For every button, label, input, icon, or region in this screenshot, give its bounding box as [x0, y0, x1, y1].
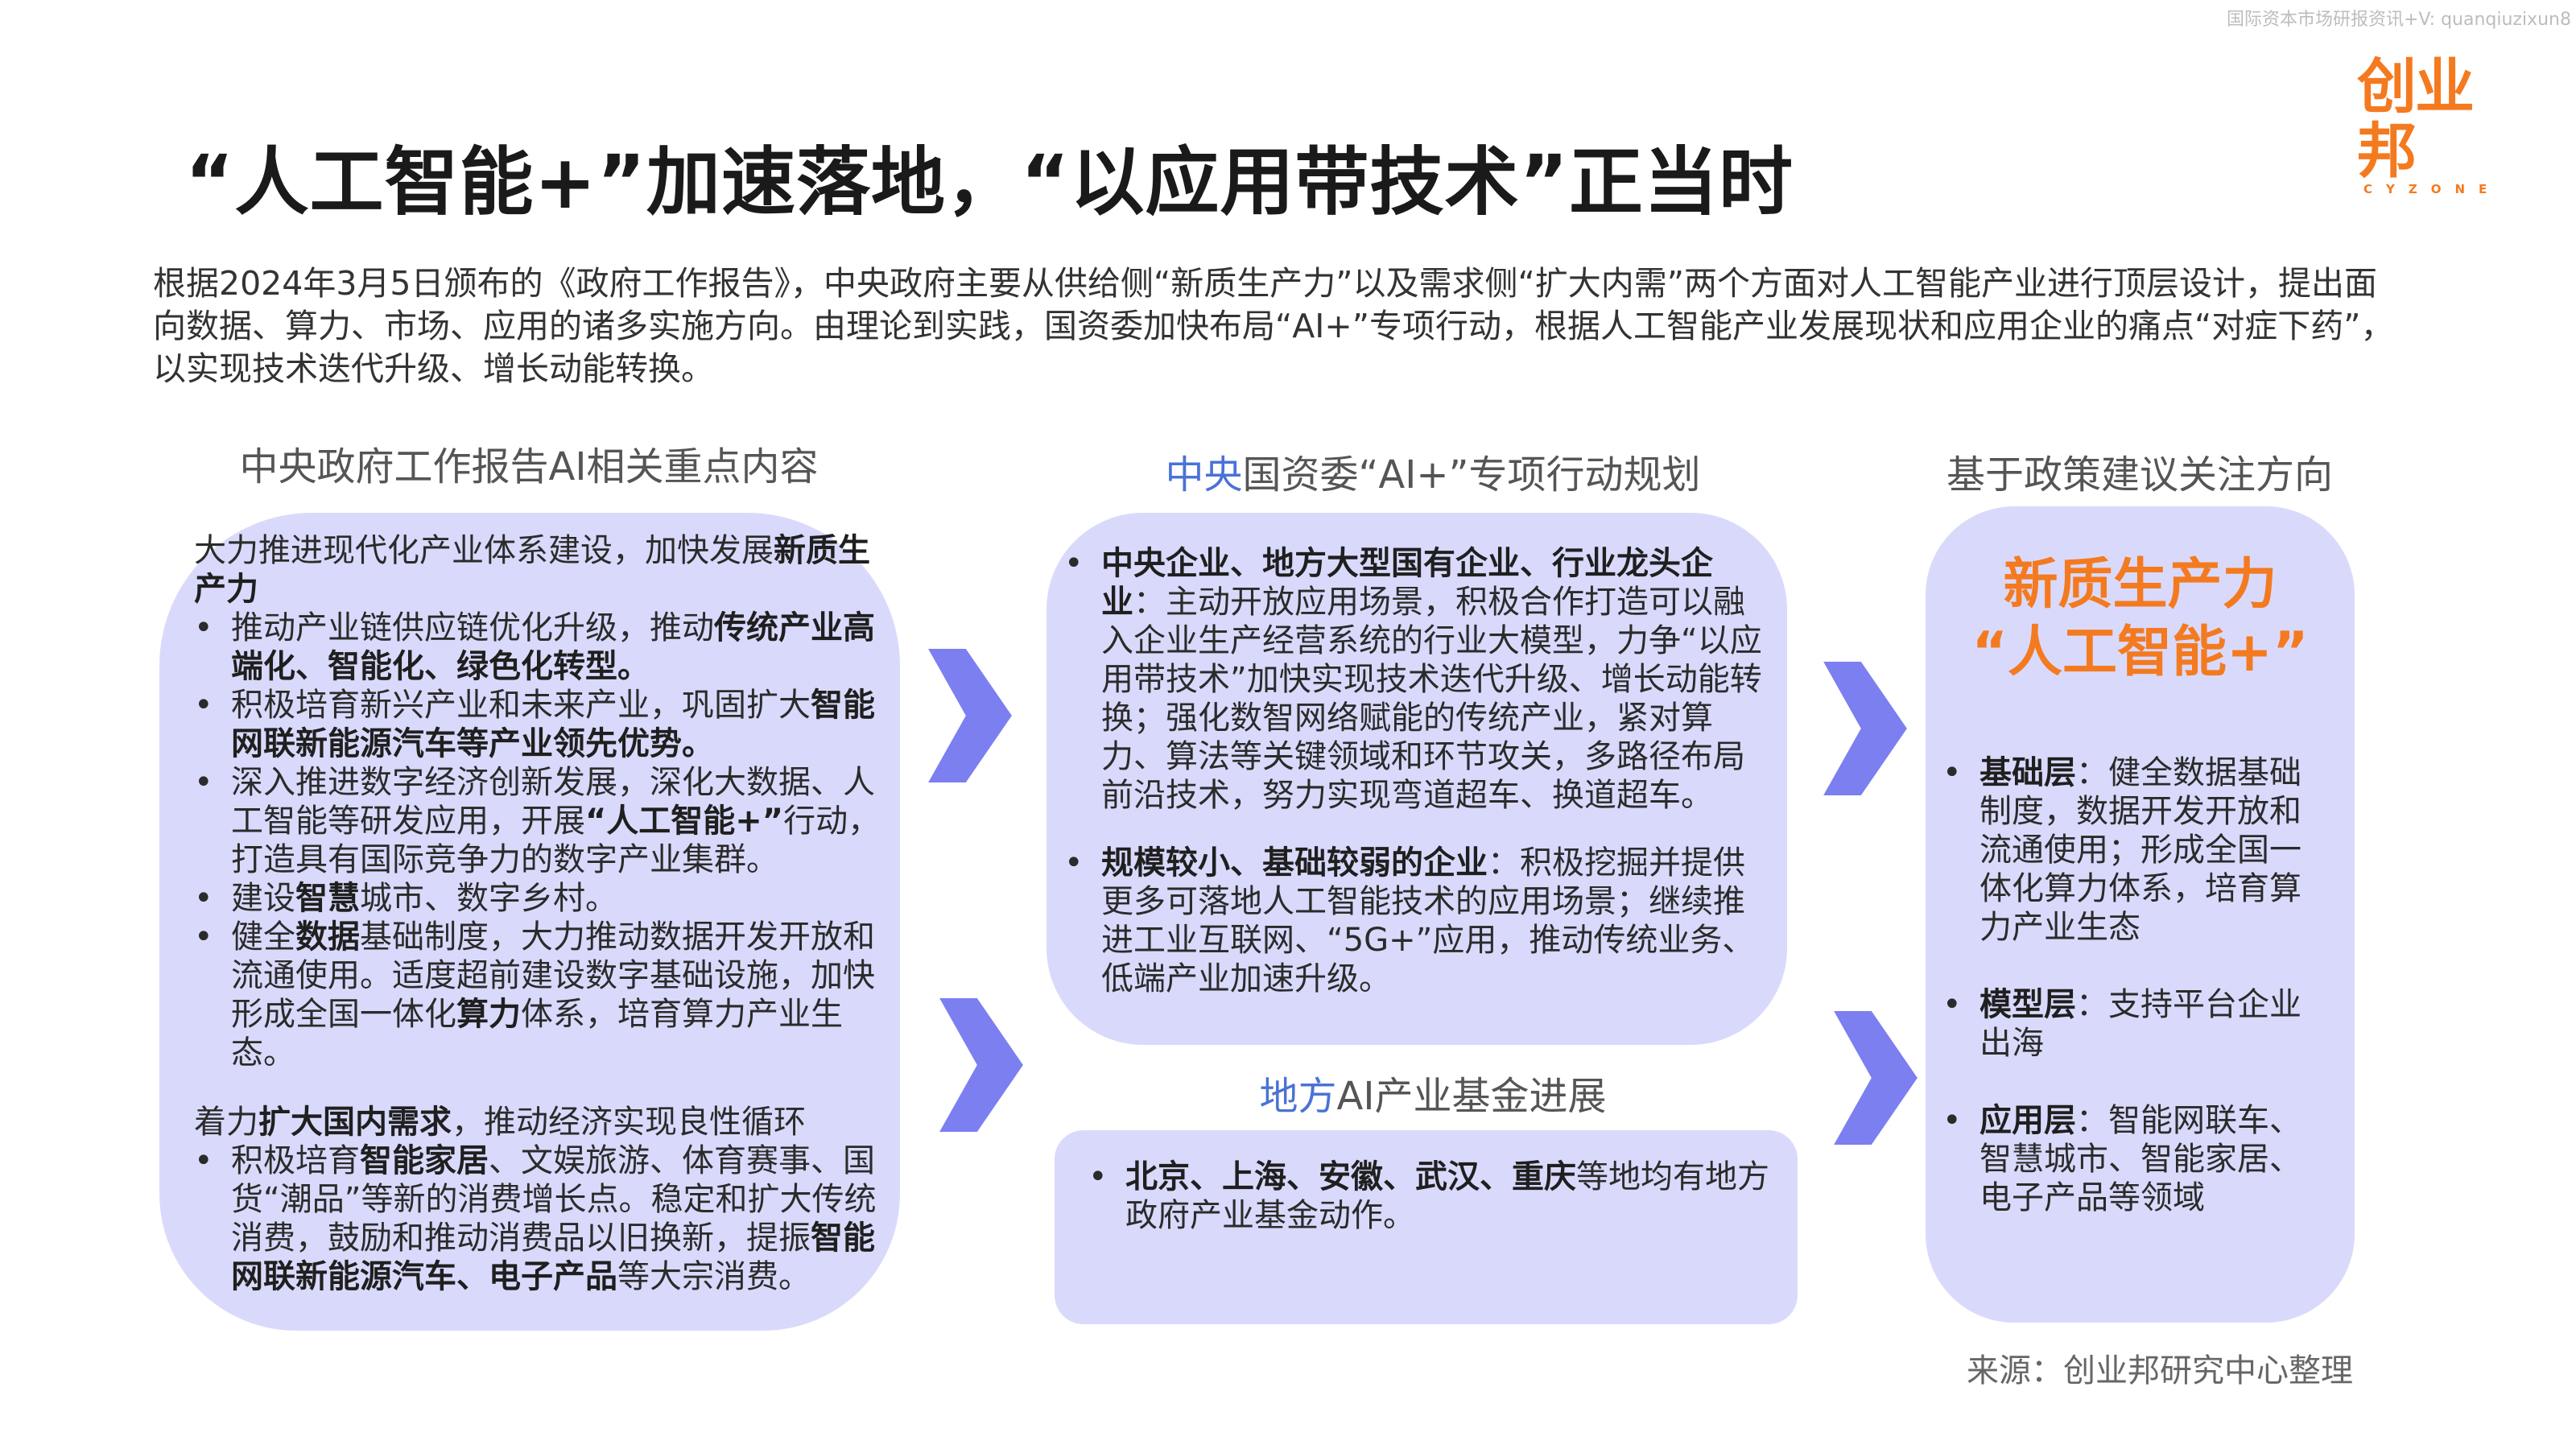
text: 行动，打造具有国际竞争力的数字产业集群。: [231, 803, 881, 878]
bold-text: 应用层: [1979, 1102, 2076, 1139]
chevron-right-icon: [928, 649, 1012, 782]
text: ：积极挖掘并提供更多可落地人工智能技术的应用场景；继续推进工业互联网、“5G+”…: [1101, 844, 1755, 997]
text: ：主动开放应用场景，积极合作打造可以融入企业生产经营系统的行业大模型，力争“以应…: [1101, 584, 1762, 814]
text: 深入推进数字经济创新发展，深化大数据、人工智能等研发应用，开展: [231, 764, 875, 840]
bold-text: 规模较小、基础较弱的企业: [1101, 844, 1488, 881]
logo-cn: 创业邦: [2357, 52, 2475, 186]
text: 基础制度，大力推动数据开发开放和流通使用。适度超前建设数字基础设施，加快形成全国…: [231, 919, 875, 1033]
sasac-plan-content: 中央企业、地方大型国有企业、行业龙头企业：主动开放应用场景，积极合作打造可以融入…: [1064, 544, 1765, 998]
heading-text: 国资委“AI+”专项行动规划: [1242, 452, 1701, 497]
chevron-right-icon: [1823, 662, 1907, 795]
bold-text: 算力: [456, 996, 521, 1033]
bullet-item: 模型层：支持平台企业出海: [1942, 985, 2321, 1063]
bullet-item: 深入推进数字经济创新发展，深化大数据、人工智能等研发应用，开展“人工智能+”行动…: [194, 763, 886, 879]
logo-en: CYZONE: [2363, 182, 2501, 196]
heading-highlight: 地方: [1259, 1074, 1337, 1119]
bold-text: 智慧: [295, 880, 360, 917]
focus-highlight: 新质生产力 “人工智能+”: [1926, 551, 2355, 687]
focus-direction-content: 基础层：健全数据基础制度，数据开发开放和流通使用；形成全国一体化算力体系，培育算…: [1942, 753, 2321, 1217]
text: 大力推进现代化产业体系建设，加快发展: [194, 532, 774, 569]
heading-highlight: 中央: [1165, 452, 1243, 497]
bold-text: 中央企业、地方大型国有企业、行业龙头企业: [1101, 545, 1713, 621]
text: 积极培育: [231, 1142, 360, 1179]
text: 建设: [231, 880, 295, 917]
bold-text: 传统产业高端化、智能化、绿色化转型。: [231, 609, 875, 685]
text: 体系，培育算力产业生态。: [231, 996, 843, 1071]
bullet-item: 推动产业链供应链优化升级，推动传统产业高端化、智能化、绿色化转型。: [194, 609, 886, 686]
bold-text: 智能网联新能源汽车、电子产品: [231, 1220, 875, 1295]
bullet-list: 中央企业、地方大型国有企业、行业龙头企业：主动开放应用场景，积极合作打造可以融入…: [1064, 544, 1765, 998]
text: 推动产业链供应链优化升级，推动: [231, 609, 714, 646]
text: 着力: [194, 1104, 258, 1141]
section-lead: 着力扩大国内需求，推动经济实现良性循环: [194, 1103, 886, 1141]
col2-heading: 中央国资委“AI+”专项行动规划: [1030, 443, 1835, 499]
heading-text: AI产业基金进展: [1336, 1074, 1607, 1119]
text: 积极培育新兴产业和未来产业，巩固扩大: [231, 687, 811, 724]
text: ：健全数据基础制度，数据开发开放和流通使用；形成全国一体化算力体系，培育算力产业…: [1979, 754, 2301, 946]
intro-paragraph: 根据2024年3月5日颁布的《政府工作报告》，中央政府主要从供给侧“新质生产力”…: [153, 264, 2394, 388]
bold-text: 扩大国内需求: [258, 1104, 452, 1141]
text: 等地均有地方政府产业基金动作。: [1125, 1158, 1769, 1234]
bullet-item: 积极培育智能家居、文娱旅游、体育赛事、国货“潮品”等新的消费增长点。稳定和扩大传…: [194, 1141, 886, 1296]
text: 健全: [231, 919, 295, 956]
bullet-item: 基础层：健全数据基础制度，数据开发开放和流通使用；形成全国一体化算力体系，培育算…: [1942, 753, 2321, 947]
highlight-new-productivity: 新质生产力: [2003, 553, 2277, 617]
text: 等大宗消费。: [617, 1258, 811, 1295]
gov-report-content: 大力推进现代化产业体系建设，加快发展新质生产力 推动产业链供应链优化升级，推动传…: [194, 531, 886, 1296]
page-title: “人工智能+”加速落地，“以应用带技术”正当时: [185, 139, 1794, 225]
bullet-list: 基础层：健全数据基础制度，数据开发开放和流通使用；形成全国一体化算力体系，培育算…: [1942, 753, 2321, 1217]
text: 、文娱旅游、体育赛事、国货“潮品”等新的消费增长点。稳定和扩大传统消费，鼓励和推…: [231, 1142, 877, 1257]
bullet-item: 积极培育新兴产业和未来产业，巩固扩大智能网联新能源汽车等产业领先优势。: [194, 686, 886, 763]
bold-text: 北京、上海、安徽、武汉、重庆: [1125, 1158, 1576, 1195]
col1-heading: 中央政府工作报告AI相关重点内容: [239, 444, 819, 489]
local-fund-content: 北京、上海、安徽、武汉、重庆等地均有地方政府产业基金动作。: [1088, 1158, 1773, 1235]
bold-text: 智能家居: [360, 1142, 489, 1179]
section-lead: 大力推进现代化产业体系建设，加快发展新质生产力: [194, 531, 886, 609]
chevron-right-icon: [939, 998, 1023, 1132]
bold-text: 新质生产力: [194, 532, 870, 608]
bullet-item: 规模较小、基础较弱的企业：积极挖掘并提供更多可落地人工智能技术的应用场景；继续推…: [1064, 844, 1765, 998]
bullet-list: 北京、上海、安徽、武汉、重庆等地均有地方政府产业基金动作。: [1088, 1158, 1773, 1235]
bold-text: 智能网联新能源汽车等产业领先优势。: [231, 687, 875, 762]
col3-heading: 基于政策建议关注方向: [1946, 452, 2333, 497]
text: ：智能网联车、智慧城市、智能家居、电子产品等领域: [1979, 1102, 2301, 1216]
highlight-ai-plus: “人工智能+”: [1971, 621, 2309, 684]
bullet-item: 中央企业、地方大型国有企业、行业龙头企业：主动开放应用场景，积极合作打造可以融入…: [1064, 544, 1765, 815]
bullet-list: 推动产业链供应链优化升级，推动传统产业高端化、智能化、绿色化转型。积极培育新兴产…: [194, 609, 886, 1072]
text: ：支持平台企业出海: [1979, 986, 2301, 1062]
col2-subheading: 地方AI产业基金进展: [1030, 1064, 1835, 1121]
chevron-right-icon: [1834, 1011, 1918, 1145]
cyzone-logo: 创业邦 CYZONE: [2357, 55, 2518, 196]
text: 城市、数字乡村。: [360, 880, 617, 917]
bullet-item: 北京、上海、安徽、武汉、重庆等地均有地方政府产业基金动作。: [1088, 1158, 1773, 1235]
text: ，推动经济实现良性循环: [452, 1104, 806, 1141]
source-note: 来源：创业邦研究中心整理: [1967, 1352, 2353, 1389]
bullet-item: 建设智慧城市、数字乡村。: [194, 879, 886, 918]
bullet-list: 积极培育智能家居、文娱旅游、体育赛事、国货“潮品”等新的消费增长点。稳定和扩大传…: [194, 1141, 886, 1296]
bold-text: 基础层: [1979, 754, 2076, 791]
bold-text: “人工智能+”: [585, 803, 784, 840]
watermark: 国际资本市场研报资讯+V: quanqiuzixun8: [2226, 10, 2571, 30]
bullet-item: 应用层：智能网联车、智慧城市、智能家居、电子产品等领域: [1942, 1101, 2321, 1217]
bold-text: 数据: [295, 919, 360, 956]
bullet-item: 健全数据基础制度，大力推动数据开发开放和流通使用。适度超前建设数字基础设施，加快…: [194, 918, 886, 1072]
bold-text: 模型层: [1979, 986, 2076, 1023]
